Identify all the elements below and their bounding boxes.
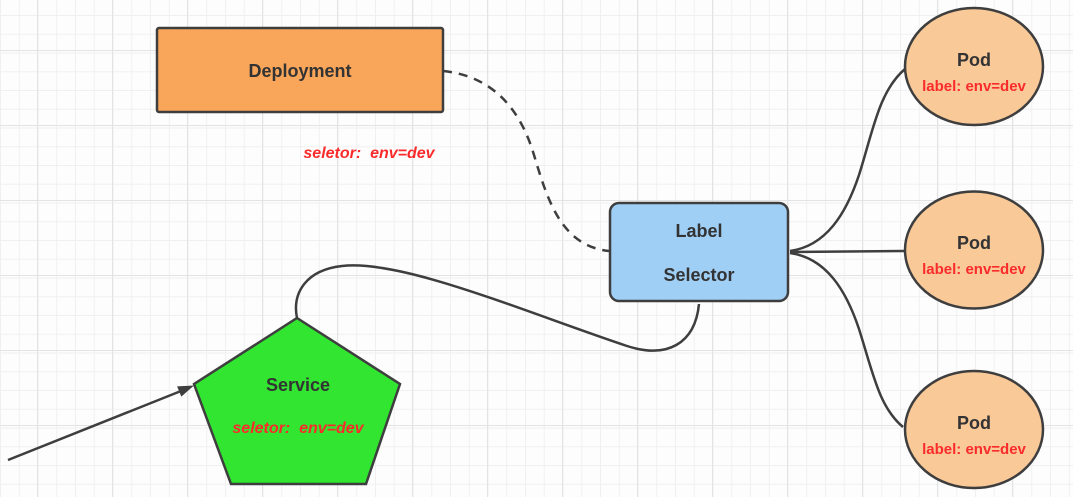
- node-pod-1[interactable]: [903, 6, 1045, 127]
- service-label: Service: [266, 375, 330, 395]
- node-deployment[interactable]: [155, 26, 445, 114]
- node-pod-2[interactable]: [903, 190, 1045, 310]
- label-selector-line2: Selector: [663, 265, 734, 285]
- edge-selector-to-pod-3[interactable]: [789, 251, 904, 428]
- pod-2-label: label: env=dev: [922, 261, 1026, 278]
- service-selector-note: seletor: env=dev: [232, 420, 364, 437]
- node-label-selector[interactable]: [608, 201, 790, 303]
- edge-arrow-to-service[interactable]: [7, 389, 182, 462]
- pod-1-label: label: env=dev: [922, 78, 1026, 95]
- arrowhead-icon: [177, 385, 194, 397]
- deployment-label: Deployment: [248, 61, 351, 81]
- pod-2-name: Pod: [957, 233, 991, 253]
- pod-3-name: Pod: [957, 413, 991, 433]
- edge-selector-to-pod-1[interactable]: [789, 68, 906, 253]
- node-pod-3[interactable]: [903, 369, 1045, 490]
- pod-1-name: Pod: [957, 50, 991, 70]
- node-service[interactable]: [192, 316, 402, 486]
- deployment-selector-note: seletor: env=dev: [303, 145, 435, 162]
- edge-service-to-selector[interactable]: [294, 264, 701, 352]
- edge-deployment-to-selector[interactable]: [442, 69, 610, 253]
- pod-3-label: label: env=dev: [922, 441, 1026, 458]
- edge-selector-to-pod-2[interactable]: [789, 249, 905, 254]
- label-selector-line1: Label: [675, 221, 722, 241]
